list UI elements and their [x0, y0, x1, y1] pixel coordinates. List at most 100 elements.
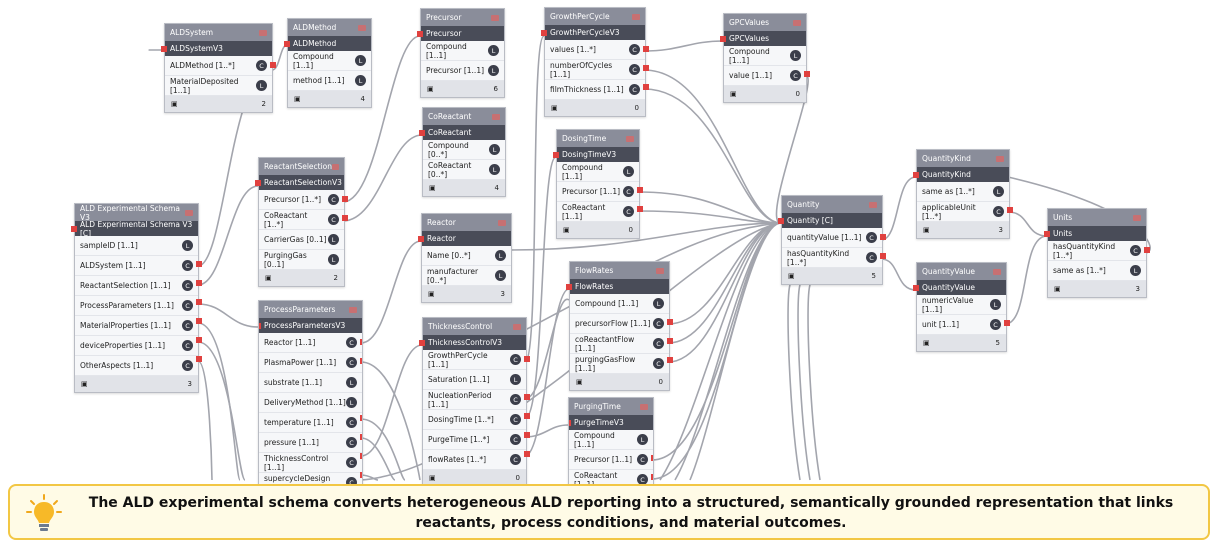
input-port[interactable]	[71, 226, 77, 232]
node-tag-icon[interactable]	[259, 29, 267, 36]
node-title-bar[interactable]: Precursor	[421, 9, 504, 26]
node-property-row[interactable]: Compound [1..1]L	[570, 294, 669, 314]
output-port[interactable]	[804, 71, 810, 77]
output-port[interactable]	[643, 84, 649, 90]
node-property-row[interactable]: manufacturer [0..*]L	[422, 266, 511, 286]
output-port[interactable]	[360, 415, 362, 421]
node-property-row[interactable]: values [1..*]C	[545, 40, 645, 60]
lock-icon[interactable]: ▣	[788, 272, 795, 280]
node-property-row[interactable]: Compound [1..1]L	[724, 46, 806, 66]
input-port[interactable]	[259, 323, 261, 329]
node-tag-icon[interactable]	[996, 155, 1004, 162]
node-title-bar[interactable]: ProcessParameters	[259, 301, 362, 318]
lock-icon[interactable]: ▣	[427, 85, 434, 93]
output-port[interactable]	[524, 432, 530, 438]
output-port[interactable]	[524, 394, 530, 400]
output-port[interactable]	[1004, 320, 1010, 326]
node-property-row[interactable]: CoReactant [1..*]C	[259, 210, 344, 230]
input-port[interactable]	[541, 30, 547, 36]
node-property-row[interactable]: numberOfCycles [1..1]C	[545, 60, 645, 80]
lock-icon[interactable]: ▣	[730, 90, 737, 98]
output-port[interactable]	[360, 339, 362, 345]
output-port[interactable]	[524, 356, 530, 362]
output-port[interactable]	[643, 65, 649, 71]
node-property-row[interactable]: Name [0..*]L	[422, 246, 511, 266]
output-port[interactable]	[196, 261, 202, 267]
node-property-row[interactable]: DosingTime [1..*]C	[423, 410, 526, 430]
input-port[interactable]	[778, 218, 784, 224]
node-property-row[interactable]: PurgingGas [0..1]L	[259, 250, 344, 270]
input-port[interactable]	[419, 130, 425, 136]
node-property-row[interactable]: Reactor [1..1]C	[259, 333, 362, 353]
lock-icon[interactable]: ▣	[265, 274, 272, 282]
lock-icon[interactable]: ▣	[171, 100, 178, 108]
output-port[interactable]	[880, 234, 886, 240]
node-property-row[interactable]: method [1..1]L	[288, 71, 371, 91]
output-port[interactable]	[667, 319, 673, 325]
output-port[interactable]	[643, 46, 649, 52]
node-property-row[interactable]: flowRates [1..*]C	[423, 450, 526, 470]
node-property-row[interactable]: ALDSystem [1..1]C	[75, 256, 198, 276]
node-tag-icon[interactable]	[793, 19, 801, 26]
input-port[interactable]	[255, 180, 261, 186]
input-port[interactable]	[913, 285, 919, 291]
output-port[interactable]	[667, 338, 673, 344]
node-tag-icon[interactable]	[513, 323, 521, 330]
node-title-bar[interactable]: DosingTime	[557, 130, 639, 147]
node-property-row[interactable]: CarrierGas [0..1]L	[259, 230, 344, 250]
output-port[interactable]	[196, 280, 202, 286]
lock-icon[interactable]: ▣	[576, 378, 583, 386]
input-port[interactable]	[284, 41, 290, 47]
lock-icon[interactable]: ▣	[429, 474, 436, 482]
node-tag-icon[interactable]	[626, 135, 634, 142]
node-property-row[interactable]: PlasmaPower [1..1]C	[259, 353, 362, 373]
node-tag-icon[interactable]	[498, 219, 506, 226]
node-tag-icon[interactable]	[349, 306, 357, 313]
lock-icon[interactable]: ▣	[551, 104, 558, 112]
lock-icon[interactable]: ▣	[1054, 285, 1061, 293]
output-port[interactable]	[651, 455, 653, 461]
node-title-bar[interactable]: ALDMethod	[288, 19, 371, 36]
node-property-row[interactable]: ReactantSelection [1..1]C	[75, 276, 198, 296]
node-tag-icon[interactable]	[869, 201, 877, 208]
node-tag-icon[interactable]	[640, 403, 648, 410]
input-port[interactable]	[1044, 231, 1050, 237]
node-property-row[interactable]: numericValue [1..1]L	[917, 295, 1006, 315]
output-port[interactable]	[196, 318, 202, 324]
output-port[interactable]	[1007, 207, 1013, 213]
output-port[interactable]	[360, 358, 362, 364]
node-property-row[interactable]: MaterialProperties [1..1]C	[75, 316, 198, 336]
output-port[interactable]	[196, 356, 202, 362]
lock-icon[interactable]: ▣	[294, 95, 301, 103]
node-property-row[interactable]: CoReactant [1..1]C	[557, 202, 639, 222]
node-title-bar[interactable]: PurgingTime	[569, 398, 653, 415]
node-property-row[interactable]: Compound [1..1]L	[421, 41, 504, 61]
node-title-bar[interactable]: GPCValues	[724, 14, 806, 31]
node-title-bar[interactable]: Units	[1048, 209, 1146, 226]
node-property-row[interactable]: Precursor [1..1]L	[421, 61, 504, 81]
node-property-row[interactable]: OtherAspects [1..1]C	[75, 356, 198, 376]
node-tag-icon[interactable]	[491, 14, 499, 21]
node-property-row[interactable]: hasQuantityKind [1..*]C	[782, 248, 882, 268]
input-port[interactable]	[418, 236, 424, 242]
node-title-bar[interactable]: Quantity	[782, 196, 882, 213]
node-title-bar[interactable]: Reactor	[422, 214, 511, 231]
input-port[interactable]	[417, 31, 423, 37]
node-title-bar[interactable]: QuantityKind	[917, 150, 1009, 167]
node-property-row[interactable]: MaterialDeposited [1..1]L	[165, 76, 272, 96]
input-port[interactable]	[913, 172, 919, 178]
input-port[interactable]	[566, 284, 572, 290]
